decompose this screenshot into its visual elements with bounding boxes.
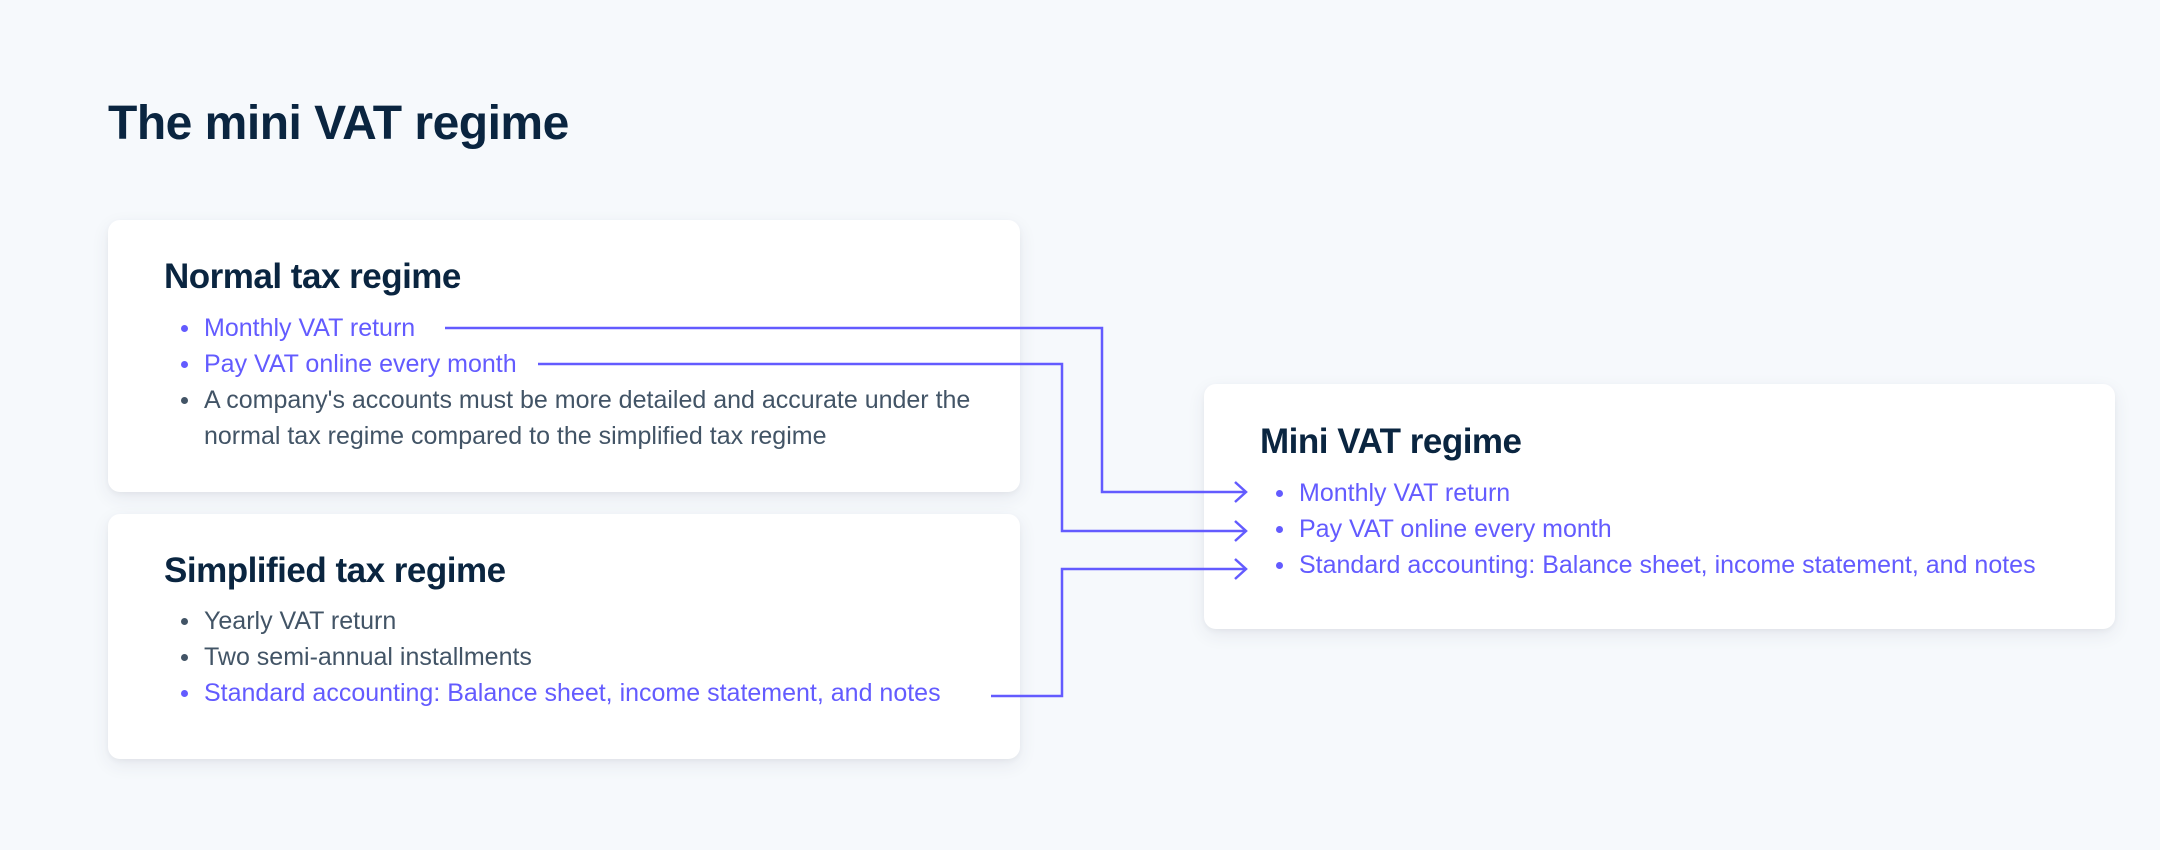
simplified-tax-regime-card: Simplified tax regime Yearly VAT return … bbox=[108, 514, 1020, 759]
card-heading: Normal tax regime bbox=[164, 257, 461, 296]
arrow-head-icon bbox=[1234, 558, 1248, 580]
connector-standard-accounting bbox=[991, 567, 1245, 698]
list-item: Two semi-annual installments bbox=[164, 639, 994, 675]
card-heading: Simplified tax regime bbox=[164, 551, 506, 590]
list-item: Monthly VAT return bbox=[1259, 475, 2099, 511]
list-item: Standard accounting: Balance sheet, inco… bbox=[164, 675, 994, 711]
mini-vat-regime-card: Mini VAT regime Monthly VAT return Pay V… bbox=[1204, 384, 2115, 629]
list-item: Pay VAT online every month bbox=[164, 346, 994, 382]
page-title: The mini VAT regime bbox=[108, 97, 569, 150]
feature-list: Yearly VAT return Two semi-annual instal… bbox=[164, 603, 994, 711]
arrow-head-icon bbox=[1234, 481, 1248, 503]
list-item: A company's accounts must be more detail… bbox=[164, 382, 994, 454]
connector-pay-online bbox=[538, 362, 1245, 533]
feature-list: Monthly VAT return Pay VAT online every … bbox=[164, 310, 994, 454]
list-item: Pay VAT online every month bbox=[1259, 511, 2099, 547]
arrow-head-icon bbox=[1234, 520, 1248, 542]
list-item: Yearly VAT return bbox=[164, 603, 994, 639]
list-item: Standard accounting: Balance sheet, inco… bbox=[1259, 547, 2099, 583]
connector-monthly-return bbox=[445, 326, 1245, 494]
normal-tax-regime-card: Normal tax regime Monthly VAT return Pay… bbox=[108, 220, 1020, 492]
card-heading: Mini VAT regime bbox=[1260, 422, 1522, 461]
feature-list: Monthly VAT return Pay VAT online every … bbox=[1259, 475, 2099, 583]
list-item: Monthly VAT return bbox=[164, 310, 994, 346]
